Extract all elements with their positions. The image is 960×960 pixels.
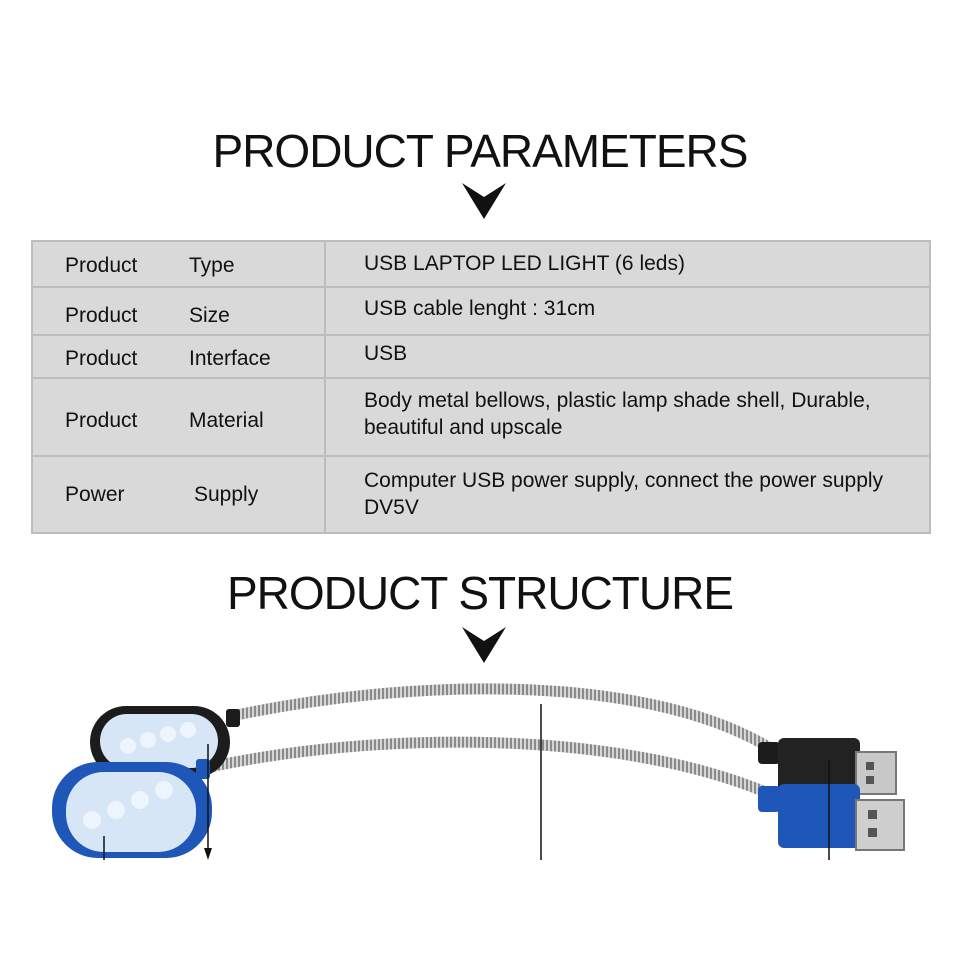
row-label-primary: Product	[65, 347, 138, 370]
callout-arrow	[204, 848, 212, 860]
row-label-primary: Product	[65, 254, 138, 277]
usb-plug-blue	[758, 784, 905, 851]
table-row: Product Material Body metal bellows, pla…	[33, 379, 929, 457]
structure-title: PRODUCT STRUCTURE	[226, 567, 734, 619]
gooseneck-cable	[230, 683, 773, 753]
gooseneck-cable	[203, 736, 773, 800]
table-row: Product Size USB cable lenght : 31cm	[33, 288, 929, 336]
table-divider	[324, 242, 326, 532]
parameters-title: PRODUCT PARAMETERS	[212, 125, 749, 177]
lamp-head-blue	[52, 759, 212, 858]
row-label-secondary: Size	[189, 304, 230, 327]
table-row: Product Interface USB	[33, 336, 929, 379]
row-label-secondary: Type	[189, 254, 235, 277]
chevron-down-icon	[462, 627, 506, 663]
row-label-primary: Power	[65, 483, 125, 506]
row-value: Computer USB power supply, connect the p…	[364, 469, 884, 519]
parameters-table: Product Type USB LAPTOP LED LIGHT (6 led…	[31, 240, 931, 534]
row-label-secondary: Material	[189, 409, 264, 432]
row-value: USB cable lenght : 31cm	[364, 297, 596, 320]
row-label-primary: Product	[65, 409, 138, 432]
product-structure-illustration	[52, 683, 905, 860]
table-row: Product Type USB LAPTOP LED LIGHT (6 led…	[33, 242, 929, 288]
chevron-down-icon	[462, 183, 506, 219]
row-label-secondary: Supply	[194, 483, 259, 506]
lamp-head-black	[90, 706, 240, 778]
row-label-secondary: Interface	[189, 347, 271, 370]
usb-plug-black	[758, 738, 897, 795]
table-row: Power Supply Computer USB power supply, …	[33, 457, 929, 532]
row-value: USB	[364, 342, 408, 365]
row-label-primary: Product	[65, 304, 138, 327]
row-value: Body metal bellows, plastic lamp shade s…	[364, 389, 871, 439]
row-value: USB LAPTOP LED LIGHT (6 leds)	[364, 252, 685, 275]
